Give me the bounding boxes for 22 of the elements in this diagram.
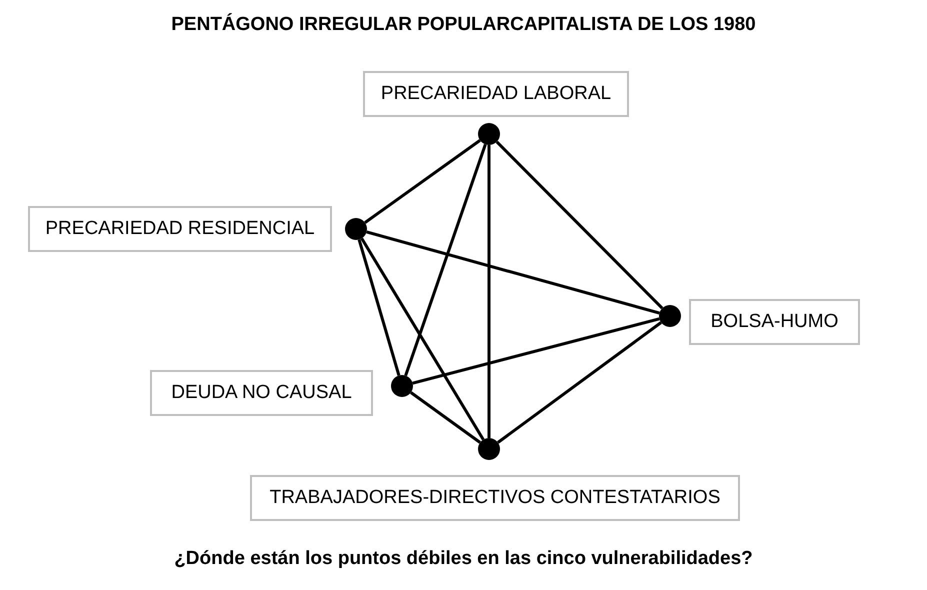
- connector-line: [360, 238, 485, 440]
- label-box: DEUDA NO CAUSAL: [150, 370, 373, 416]
- vertex-dot: [345, 218, 367, 240]
- label-box: PRECARIEDAD RESIDENCIAL: [28, 206, 332, 252]
- connector-line: [404, 144, 487, 376]
- diagram-title: PENTÁGONO IRREGULAR POPULARCAPITALISTA DE LOS 1980: [171, 13, 756, 37]
- diagram-caption: ¿Dónde están los puntos débiles en las cinco vulnerabilidades?: [174, 547, 753, 571]
- connector-line: [496, 140, 664, 310]
- connector-line: [358, 239, 400, 376]
- vertex-dot: [478, 123, 500, 145]
- connector-line: [488, 145, 490, 438]
- label-box: TRABAJADORES-DIRECTIVOS CONTESTATARIOS: [250, 475, 740, 521]
- connector-line: [364, 139, 481, 224]
- connector-line: [497, 321, 662, 444]
- connector-line: [366, 230, 660, 315]
- connector-line: [410, 391, 481, 444]
- label-box: PRECARIEDAD LABORAL: [363, 71, 629, 117]
- label-box: BOLSA-HUMO: [689, 299, 860, 345]
- vertex-dot: [391, 375, 413, 397]
- vertex-dot: [659, 305, 681, 327]
- vertex-dot: [478, 438, 500, 460]
- connector-line: [412, 317, 660, 385]
